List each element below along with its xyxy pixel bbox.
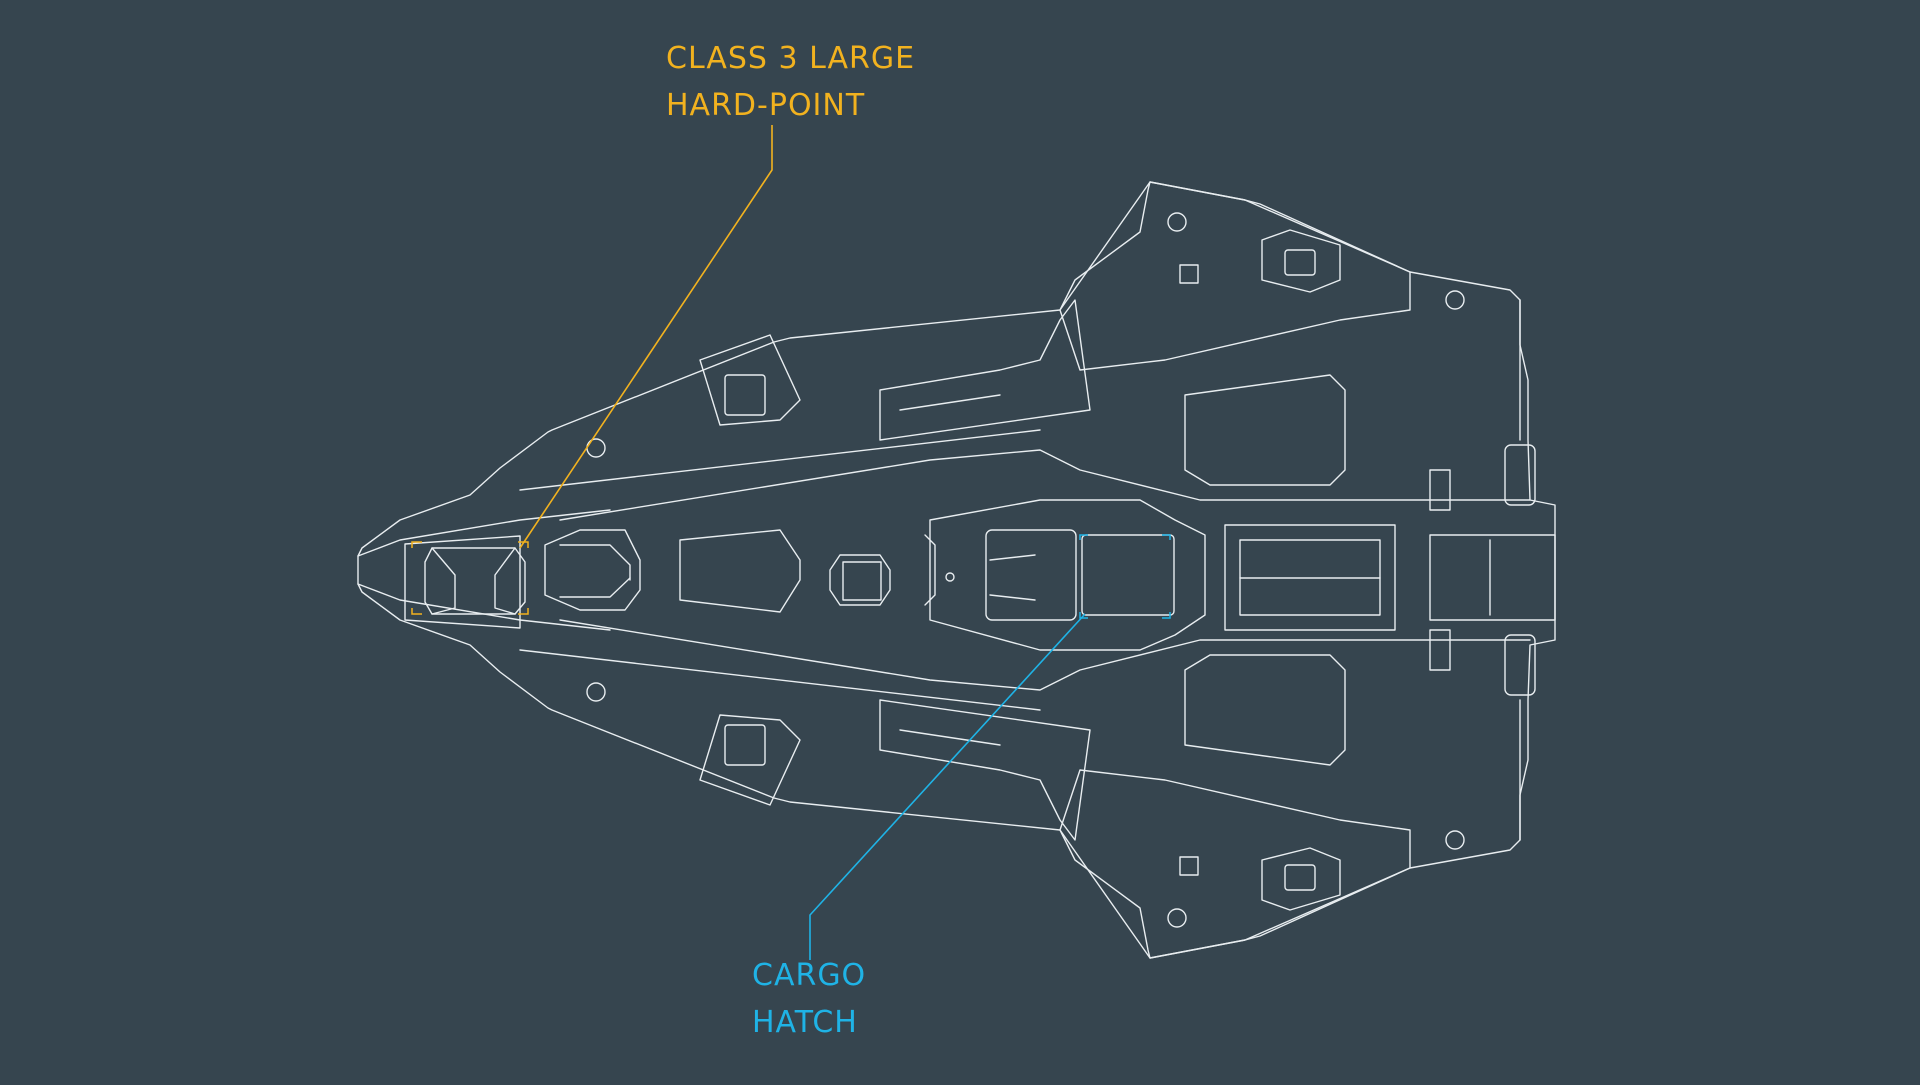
lower-wing bbox=[1059, 769, 1411, 959]
cargo-bay bbox=[929, 499, 1206, 651]
hardpoint-callout-line1: CLASS 3 LARGE bbox=[666, 41, 916, 76]
nose-cone bbox=[357, 509, 611, 631]
cargo-callout-line1: CARGO bbox=[752, 958, 867, 993]
engine-lower bbox=[1504, 634, 1536, 696]
cargo-hatch bbox=[985, 529, 1077, 621]
cargo-leader-line bbox=[809, 613, 1086, 960]
cargo-callout: CARGO HATCH bbox=[752, 952, 866, 1046]
hull-outline bbox=[357, 181, 1556, 959]
cargo-hatch-marker bbox=[1079, 534, 1171, 619]
engine-upper bbox=[1504, 444, 1536, 506]
cargo-callout-line2: HATCH bbox=[752, 1005, 858, 1040]
hardpoint-callout: CLASS 3 LARGE HARD-POINT bbox=[666, 35, 915, 129]
forward-bay bbox=[544, 529, 641, 611]
hardpoint-marker bbox=[411, 541, 529, 615]
upper-wing bbox=[1059, 181, 1411, 371]
hardpoint-leader-line bbox=[519, 125, 773, 549]
hardpoint-callout-line2: HARD-POINT bbox=[666, 88, 866, 123]
